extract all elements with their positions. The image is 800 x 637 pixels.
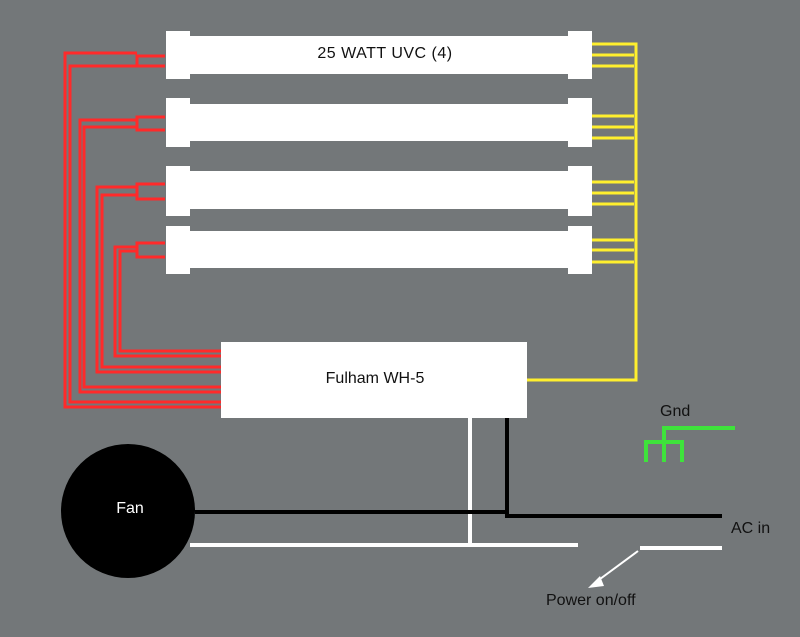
fan-circle xyxy=(61,444,195,578)
power-switch-label: Power on/off xyxy=(546,592,636,609)
yellow-wire-lamp3 xyxy=(590,180,634,206)
black-wires xyxy=(195,418,722,518)
ballast-box xyxy=(221,342,527,418)
yellow-wire-lamp4 xyxy=(590,238,634,264)
lamp-3 xyxy=(166,166,592,216)
yellow-wire-lamp1 xyxy=(526,42,638,382)
ground-label: Gnd xyxy=(660,403,691,420)
lamp-2 xyxy=(166,98,592,147)
lamp-1 xyxy=(166,31,592,79)
yellow-wire-lamp2 xyxy=(590,114,634,140)
red-wire-lamp3 xyxy=(95,182,222,374)
white-wires xyxy=(190,418,722,550)
lamps-label: 25 WATT UVC (4) xyxy=(317,45,453,62)
ground-symbol xyxy=(644,426,735,462)
power-arrow xyxy=(588,550,639,588)
red-wires xyxy=(63,51,222,409)
fan-label: Fan xyxy=(116,500,144,517)
red-wire-lamp1 xyxy=(63,51,222,409)
red-wire-lamp4 xyxy=(113,241,222,358)
lamps xyxy=(166,31,592,274)
lamp-4 xyxy=(166,226,592,274)
red-wire-lamp2 xyxy=(78,115,222,394)
ac-in-label: AC in xyxy=(731,520,771,537)
yellow-wires xyxy=(526,42,638,382)
ballast-label: Fulham WH-5 xyxy=(325,370,425,387)
